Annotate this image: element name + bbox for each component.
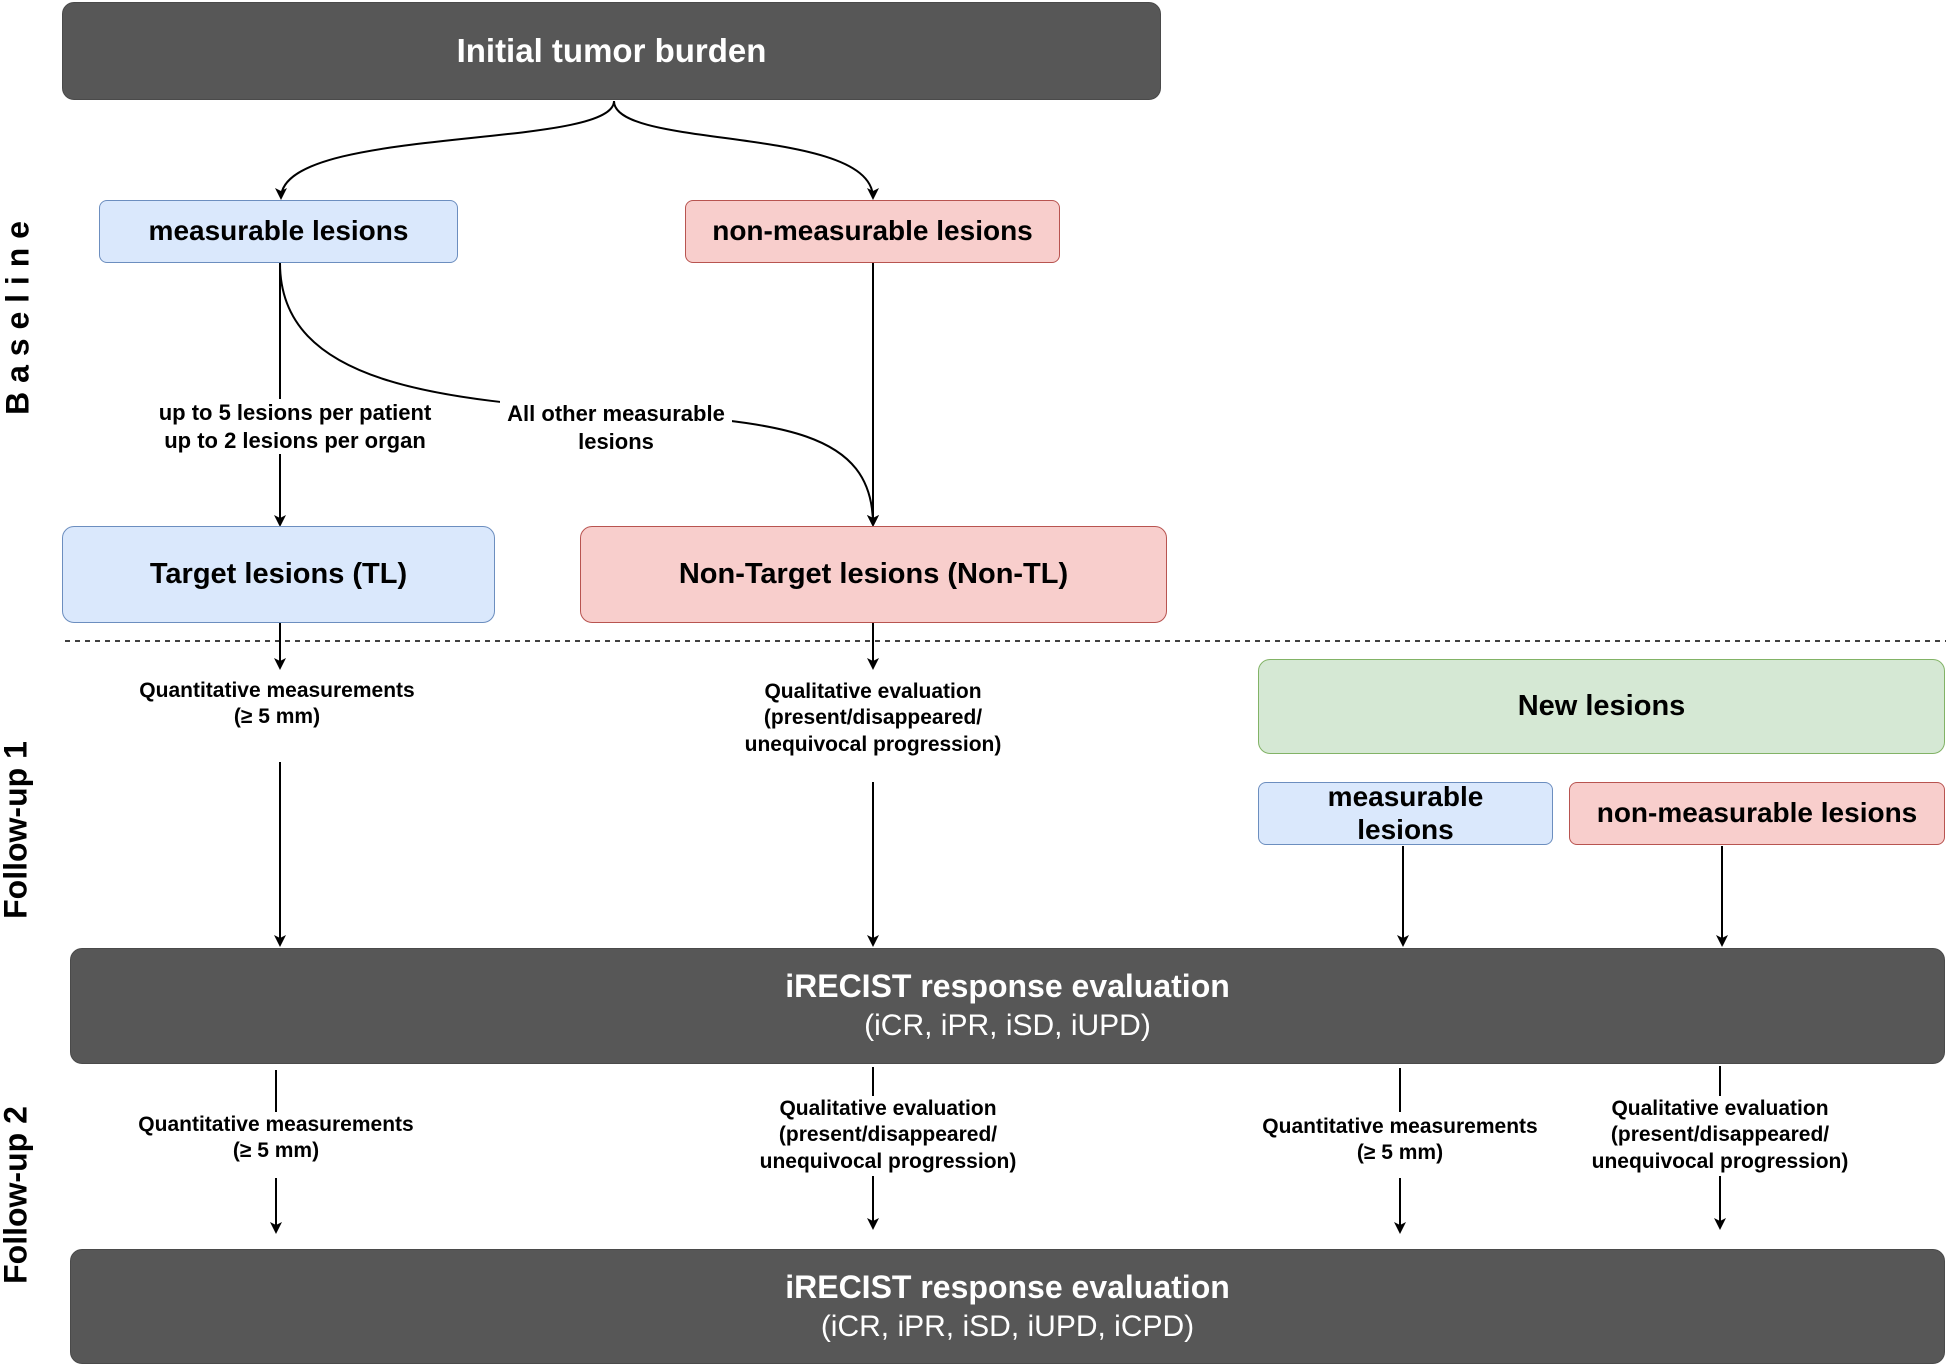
edge-label-up-to-2: up to 2 lesions per organ (164, 426, 426, 454)
node-new-non-measurable-lesions: non-measurable lesions (1569, 782, 1945, 845)
label-quant-fu2-b: Quantitative measurements (≥ 5 mm) (1240, 1114, 1560, 1167)
node-new-measurable-lesions: measurable lesions (1258, 781, 1553, 845)
label-qual-fu2-b-line3: unequivocal progression) (1591, 1149, 1849, 1173)
edge-label-all-other-line1: All other measurable (507, 401, 725, 426)
node-non-measurable-label: non-measurable lesions (712, 215, 1033, 247)
edge-measurable-to-non-target (279, 262, 879, 527)
node-irecist-evaluation-1: iRECIST response evaluation (iCR, iPR, i… (70, 948, 1945, 1064)
label-qual-fu2-b-line2: (present/disappeared/ (1610, 1123, 1830, 1147)
label-quant-fu2-b-line2: (≥ 5 mm) (1356, 1141, 1444, 1165)
edge-label-all-other-line2: lesions (578, 428, 654, 454)
phase-label-followup1: Follow-up 1 (0, 741, 34, 919)
node-target-label: Target lesions (TL) (149, 557, 408, 590)
eval1-title: iRECIST response evaluation (785, 968, 1230, 1005)
label-quant-fu2-a-line2: (≥ 5 mm) (232, 1139, 320, 1163)
node-irecist-evaluation-2: iRECIST response evaluation (iCR, iPR, i… (70, 1249, 1945, 1364)
node-target-lesions: Target lesions (TL) (62, 526, 495, 623)
label-qual-fu2-b: Qualitative evaluation (present/disappea… (1565, 1096, 1875, 1175)
edge-initial-to-measurable (275, 100, 615, 200)
edge-label-up-to-5: up to 5 lesions per patient (158, 399, 432, 427)
label-qual-fu1-line1: Qualitative evaluation (764, 680, 982, 703)
node-initial-label: Initial tumor burden (456, 32, 767, 70)
eval1-subtitle: (iCR, iPR, iSD, iUPD) (864, 1009, 1151, 1043)
eval2-subtitle: (iCR, iPR, iSD, iUPD, iCPD) (820, 1309, 1195, 1343)
node-measurable-label: measurable lesions (148, 215, 409, 247)
label-qual-fu1: Qualitative evaluation (present/disappea… (718, 679, 1028, 758)
label-qual-fu2-a-line2: (present/disappeared/ (778, 1123, 998, 1147)
node-new-non-measurable-label: non-measurable lesions (1596, 797, 1918, 829)
node-measurable-lesions: measurable lesions (99, 200, 458, 263)
label-qual-fu1-line3: unequivocal progression) (744, 732, 1002, 756)
phase-label-followup2: Follow-up 2 (0, 1106, 34, 1284)
label-quant-fu1-line2: (≥ 5 mm) (233, 705, 321, 729)
label-qual-fu1-line2: (present/disappeared/ (763, 706, 983, 730)
label-qual-fu2-a-line1: Qualitative evaluation (779, 1097, 997, 1120)
label-qual-fu2-a-line3: unequivocal progression) (759, 1149, 1017, 1173)
label-qual-fu2-a: Qualitative evaluation (present/disappea… (733, 1096, 1043, 1175)
phase-label-baseline: B a s e l i n e (0, 221, 36, 415)
label-quant-fu2-a-line1: Quantitative measurements (138, 1113, 414, 1136)
node-non-target-lesions: Non-Target lesions (Non-TL) (580, 526, 1167, 623)
edge-label-target-selection: up to 5 lesions per patient up to 2 lesi… (140, 399, 450, 454)
label-quant-fu2-b-line1: Quantitative measurements (1262, 1115, 1538, 1138)
label-qual-fu2-b-line1: Qualitative evaluation (1611, 1097, 1829, 1120)
node-initial-tumor-burden: Initial tumor burden (62, 2, 1161, 100)
node-new-lesions: New lesions (1258, 659, 1945, 754)
node-non-target-label: Non-Target lesions (Non-TL) (678, 557, 1069, 590)
edge-initial-to-non-measurable (613, 100, 879, 200)
node-new-measurable-label: measurable lesions (1327, 781, 1484, 845)
label-quant-fu1-line1: Quantitative measurements (139, 679, 415, 702)
node-new-lesions-label: New lesions (1517, 689, 1686, 722)
eval2-title: iRECIST response evaluation (785, 1268, 1230, 1305)
node-non-measurable-lesions: non-measurable lesions (685, 200, 1060, 263)
label-quant-fu1: Quantitative measurements (≥ 5 mm) (117, 678, 437, 731)
edge-label-all-other-measurable: All other measurable lesions (500, 400, 732, 455)
label-quant-fu2-a: Quantitative measurements (≥ 5 mm) (116, 1112, 436, 1165)
